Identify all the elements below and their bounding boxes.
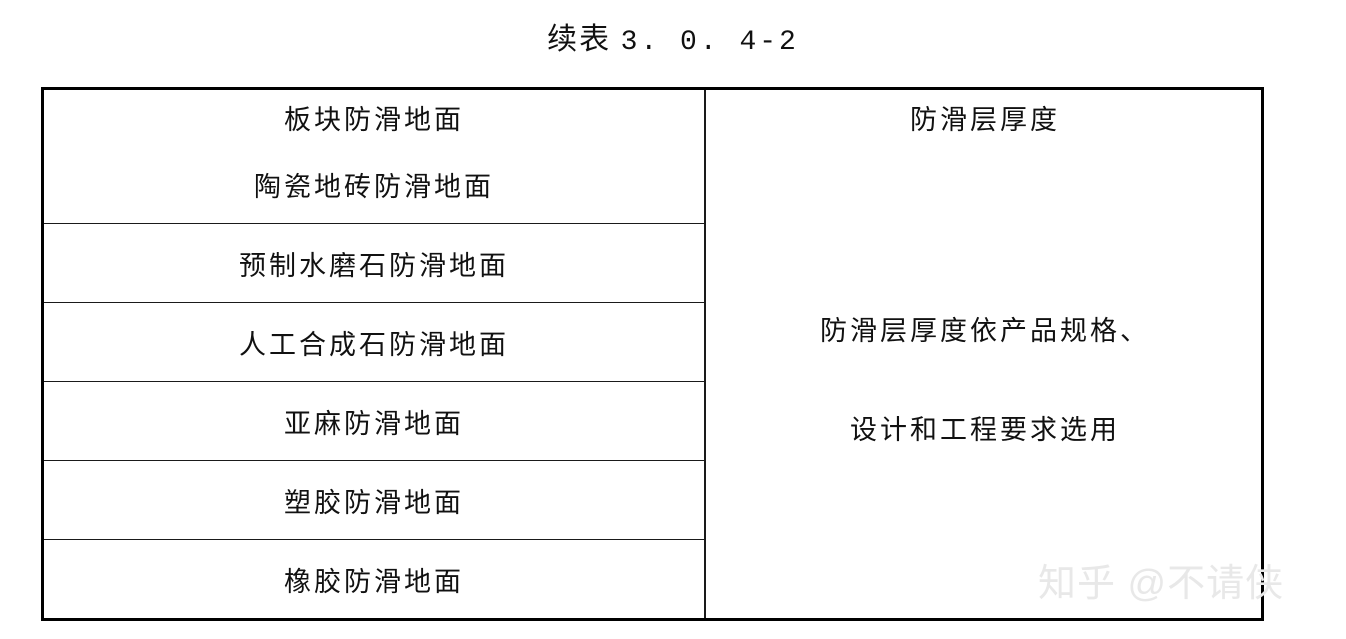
table-row: 人工合成石防滑地面	[44, 302, 1264, 382]
table-row: 塑胶防滑地面	[44, 460, 1264, 540]
page-title: 续表 3. 0. 4-2	[0, 20, 1346, 63]
cell-floor-type: 陶瓷地砖防滑地面	[44, 145, 706, 224]
thickness-line-1: 防滑层厚度依产品规格、	[820, 315, 1150, 346]
column-header-thickness: 防滑层厚度	[910, 105, 1060, 135]
thickness-line-2: 设计和工程要求选用	[850, 415, 1120, 446]
table-row: 陶瓷地砖防滑地面 防滑层厚度依产品规格、 设计和工程要求选用	[44, 145, 1264, 618]
table-row: 橡胶防滑地面	[44, 539, 1264, 618]
table-header-row: 板块防滑地面 防滑层厚度	[44, 90, 1264, 145]
page-title-number: 3. 0. 4-2	[620, 27, 799, 58]
cell-thickness-merged: 防滑层厚度依产品规格、 设计和工程要求选用	[704, 145, 1264, 618]
table-row: 预制水磨石防滑地面	[44, 223, 1264, 303]
cell-floor-type: 塑胶防滑地面	[44, 460, 706, 540]
cell-floor-type: 人工合成石防滑地面	[44, 302, 706, 382]
table: 板块防滑地面 防滑层厚度 陶瓷地砖防滑地面 防滑层厚度依产品规格、 设计和工程要…	[44, 90, 1264, 618]
column-header-floor-type: 板块防滑地面	[44, 90, 706, 145]
cell-floor-type: 橡胶防滑地面	[44, 539, 706, 618]
slip-resistant-floor-table: 板块防滑地面 防滑层厚度 陶瓷地砖防滑地面 防滑层厚度依产品规格、 设计和工程要…	[41, 87, 1264, 621]
table-row: 亚麻防滑地面	[44, 381, 1264, 461]
page-title-prefix: 续表	[547, 23, 612, 56]
cell-floor-type: 亚麻防滑地面	[44, 381, 706, 461]
cell-floor-type: 预制水磨石防滑地面	[44, 223, 706, 303]
